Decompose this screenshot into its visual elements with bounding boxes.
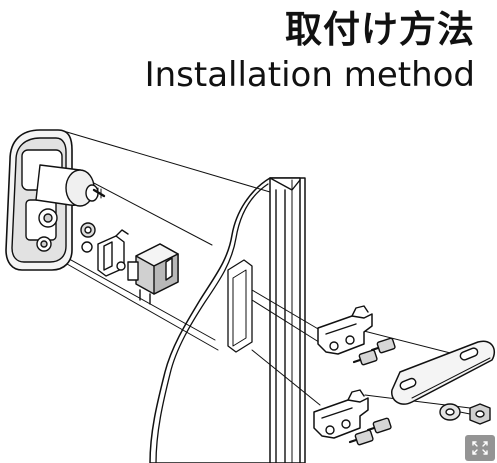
installation-diagram xyxy=(5,129,496,463)
upper-screws xyxy=(352,337,396,366)
lower-strike-bracket xyxy=(313,389,369,439)
bracket-plate xyxy=(97,229,129,277)
wall-edge xyxy=(155,183,269,463)
expand-arrows-icon xyxy=(472,441,488,455)
page-title-english: Installation method xyxy=(144,55,475,95)
lower-screws xyxy=(348,417,392,446)
upper-strike-bracket xyxy=(317,305,373,355)
page-title-japanese: 取付け方法 xyxy=(285,8,475,51)
strike-plate xyxy=(391,340,496,405)
washer-and-nut xyxy=(439,403,491,425)
expand-image-button[interactable] xyxy=(465,435,495,461)
lock-fasteners xyxy=(36,208,96,253)
motor xyxy=(35,164,106,207)
connector-block xyxy=(127,243,179,305)
